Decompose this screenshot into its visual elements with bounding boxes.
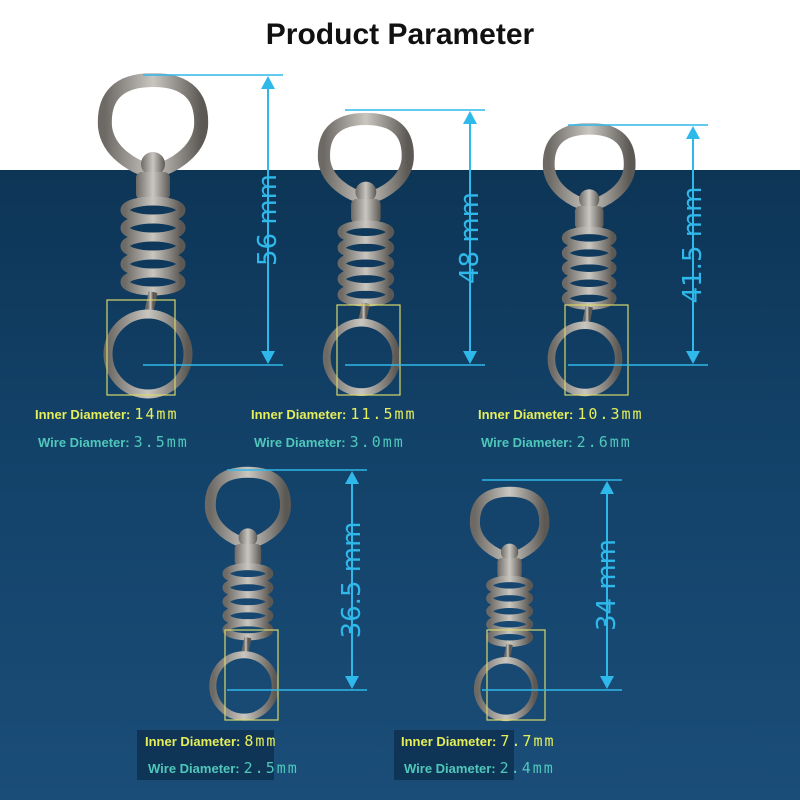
label-backdrop bbox=[394, 730, 514, 780]
inner-diameter-4: Inner Diameter:8mm bbox=[145, 732, 278, 750]
arrow-up-icon bbox=[463, 111, 477, 124]
wire-diameter-1: Wire Diameter:3.5mm bbox=[38, 433, 189, 451]
swivel-barrel bbox=[574, 206, 604, 230]
length-label-1: 56 mm bbox=[253, 174, 283, 267]
swivel-ball bbox=[355, 181, 377, 203]
wire-diameter-4: Wire Diameter:2.5mm bbox=[148, 759, 299, 777]
arrow-down-icon bbox=[345, 676, 359, 689]
inner-diameter-1: Inner Diameter:14mm bbox=[35, 405, 179, 423]
swivel-ring bbox=[209, 651, 279, 721]
arrow-up-icon bbox=[686, 126, 700, 139]
arrow-down-icon bbox=[261, 351, 275, 364]
swivel-ring bbox=[473, 656, 539, 722]
swivel-coil bbox=[337, 282, 395, 307]
wire-diameter-3: Wire Diameter:2.6mm bbox=[481, 433, 632, 451]
swivel-coil bbox=[561, 287, 617, 310]
swivel-barrel bbox=[351, 199, 381, 224]
swivel-1 bbox=[97, 72, 209, 399]
swivel-coil bbox=[120, 268, 186, 296]
arrow-down-icon bbox=[686, 351, 700, 364]
arrow-up-icon bbox=[261, 76, 275, 89]
swivel-coil bbox=[486, 627, 533, 647]
arrow-down-icon bbox=[463, 351, 477, 364]
inner-diameter-marker bbox=[336, 304, 401, 396]
arrow-up-icon bbox=[600, 481, 614, 494]
inner-diameter-marker bbox=[486, 629, 546, 721]
swivel-ring bbox=[322, 318, 401, 397]
label-backdrop bbox=[137, 730, 274, 780]
swivel-barrel bbox=[497, 558, 522, 579]
length-label-3: 41.5 mm bbox=[678, 186, 708, 304]
inner-diameter-marker bbox=[106, 299, 176, 396]
length-label-2: 48 mm bbox=[455, 191, 485, 284]
length-label-5: 34 mm bbox=[592, 539, 622, 632]
swivel-5 bbox=[469, 486, 550, 722]
inner-diameter-3: Inner Diameter:10.3mm bbox=[478, 405, 644, 423]
swivel-barrel bbox=[136, 172, 170, 200]
arrow-up-icon bbox=[345, 471, 359, 484]
page-title: Product Parameter bbox=[265, 18, 535, 51]
wire-diameter-2: Wire Diameter:3.0mm bbox=[254, 433, 405, 451]
swivel-ring bbox=[547, 321, 623, 397]
wire-diameter-5: Wire Diameter:2.4mm bbox=[404, 759, 555, 777]
arrow-down-icon bbox=[600, 676, 614, 689]
swivel-2 bbox=[317, 112, 414, 397]
swivel-ball bbox=[500, 543, 519, 561]
swivel-ring bbox=[103, 309, 193, 399]
swivel-ball bbox=[238, 528, 258, 548]
inner-diameter-marker bbox=[564, 304, 629, 396]
swivel-barrel bbox=[234, 544, 262, 566]
swivel-4 bbox=[204, 466, 291, 721]
length-label-4: 36.5 mm bbox=[337, 521, 367, 639]
swivel-3 bbox=[542, 122, 636, 397]
swivel-ball bbox=[141, 152, 165, 176]
inner-diameter-5: Inner Diameter:7.7mm bbox=[401, 732, 556, 750]
swivel-ball bbox=[579, 189, 600, 210]
inner-diameter-2: Inner Diameter:11.5mm bbox=[251, 405, 417, 423]
inner-diameter-marker bbox=[224, 629, 279, 721]
